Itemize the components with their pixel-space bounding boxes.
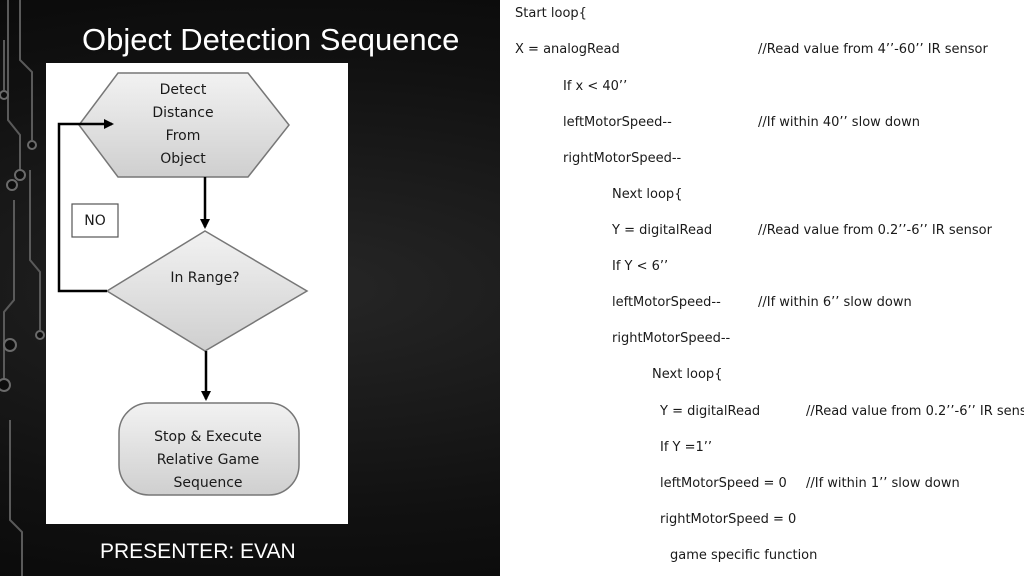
- flow-start-line-1: Detect: [160, 82, 207, 98]
- code-comment-14: //If within 1’’ slow down: [806, 476, 960, 491]
- circuit-decoration: [0, 0, 45, 576]
- code-line-5: rightMotorSpeed--: [563, 151, 682, 166]
- flowchart-panel: Detect Distance From Object In Range? NO…: [46, 63, 348, 524]
- code-line-10: rightMotorSpeed--: [612, 331, 731, 346]
- flow-start-line-2: Distance: [152, 105, 213, 121]
- code-line-7: Y = digitalRead: [612, 223, 713, 238]
- code-line-11: Next loop{: [652, 367, 723, 382]
- code-line-2: X = analogRead: [515, 42, 620, 57]
- code-line-3: If x < 40’’: [563, 79, 628, 94]
- code-line-16: game specific function: [670, 548, 818, 563]
- code-comment-7: //Read value from 0.2’’-6’’ IR sensor: [758, 223, 992, 238]
- code-line-6: Next loop{: [612, 187, 683, 202]
- no-label: NO: [84, 213, 106, 229]
- flow-start-line-4: Object: [160, 151, 206, 167]
- flow-end-line-2: Relative Game: [157, 452, 260, 468]
- pseudocode-panel: Start loop{ X = analogRead //Read value …: [500, 0, 1024, 576]
- code-line-1: Start loop{: [515, 6, 587, 21]
- no-loop-arrow: [57, 119, 114, 293]
- flow-decision-label: In Range?: [170, 270, 239, 286]
- in-range-decision-diamond: [105, 230, 309, 352]
- flow-start-line-3: From: [166, 128, 201, 144]
- no-label-box: [71, 203, 119, 238]
- code-line-13: If Y =1’’: [660, 440, 713, 455]
- flow-end-line-1: Stop & Execute: [154, 429, 262, 445]
- presenter-label: PRESENTER: EVAN: [100, 540, 296, 563]
- code-line-8: If Y < 6’’: [612, 259, 669, 274]
- code-line-9: leftMotorSpeed--: [612, 295, 721, 310]
- slide-title: Object Detection Sequence: [82, 22, 460, 57]
- code-comment-12: //Read value from 0.2’’-6’’ IR sensor: [806, 404, 1024, 419]
- code-line-15: rightMotorSpeed = 0: [660, 512, 797, 527]
- code-comment-9: //If within 6’’ slow down: [758, 295, 912, 310]
- code-line-4: leftMotorSpeed--: [563, 115, 672, 130]
- stop-execute-terminator: [118, 402, 300, 496]
- flow-end-line-3: Sequence: [173, 475, 242, 491]
- code-comment-4: //If within 40’’ slow down: [758, 115, 920, 130]
- code-line-14: leftMotorSpeed = 0: [660, 476, 787, 491]
- code-line-12: Y = digitalRead: [660, 404, 761, 419]
- code-comment-2: //Read value from 4’’-60’’ IR sensor: [758, 42, 988, 57]
